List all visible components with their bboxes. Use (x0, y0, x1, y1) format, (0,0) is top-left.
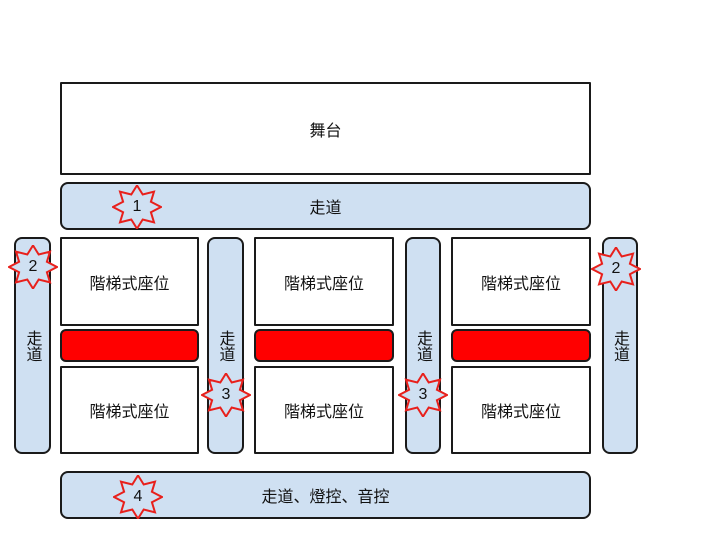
star-icon (591, 247, 641, 291)
barrier-bar (254, 329, 394, 362)
star-icon (398, 373, 448, 417)
seating-block-label: 階梯式座位 (283, 273, 364, 293)
star-shape (201, 373, 251, 417)
side-aisle-left-label: 走道 (23, 329, 43, 362)
marker-label: 2 (28, 258, 38, 275)
middle-aisle-right-label: 走道 (414, 329, 433, 362)
marker-3-right: 3 (398, 373, 448, 417)
middle-aisle-right: 走道 (405, 237, 441, 454)
seating-block: 階梯式座位 (254, 237, 394, 326)
barrier-bar (60, 329, 199, 362)
marker-1: 1 (112, 185, 162, 229)
stage: 舞台 (60, 82, 591, 175)
star-icon (113, 475, 163, 519)
marker-2-left: 2 (8, 245, 58, 289)
marker-label: 4 (133, 488, 143, 505)
middle-aisle-left: 走道 (207, 237, 244, 454)
star-icon (112, 185, 162, 229)
seating-block-label: 階梯式座位 (283, 402, 364, 421)
seating-block: 階梯式座位 (60, 237, 199, 326)
seating-block: 階梯式座位 (451, 366, 591, 454)
side-aisle-right-label: 走道 (611, 329, 630, 362)
marker-4: 4 (113, 475, 163, 519)
seating-block: 階梯式座位 (60, 366, 199, 454)
front-aisle-label: 走道 (309, 198, 342, 217)
star-shape (8, 245, 58, 289)
seating-block-label: 階梯式座位 (89, 273, 170, 293)
seating-block: 階梯式座位 (254, 366, 394, 454)
marker-label: 1 (132, 198, 142, 215)
star-shape (398, 373, 448, 417)
middle-aisle-left-label: 走道 (216, 329, 236, 362)
marker-label: 3 (418, 386, 428, 403)
star-icon (201, 373, 251, 417)
marker-label: 2 (611, 260, 621, 277)
star-shape (591, 247, 641, 291)
rear-aisle-label: 走道、燈控、音控 (261, 487, 390, 506)
stage-label: 舞台 (309, 120, 342, 140)
marker-2-right: 2 (591, 247, 641, 291)
marker-3-left: 3 (201, 373, 251, 417)
seating-block: 階梯式座位 (451, 237, 591, 326)
star-icon (8, 245, 58, 289)
barrier-bar (451, 329, 591, 362)
marker-label: 3 (221, 386, 231, 403)
seating-block-label: 階梯式座位 (89, 402, 170, 421)
star-shape (112, 185, 162, 229)
seating-block-label: 階梯式座位 (480, 273, 561, 293)
star-shape (113, 475, 163, 519)
seating-block-label: 階梯式座位 (480, 402, 561, 421)
